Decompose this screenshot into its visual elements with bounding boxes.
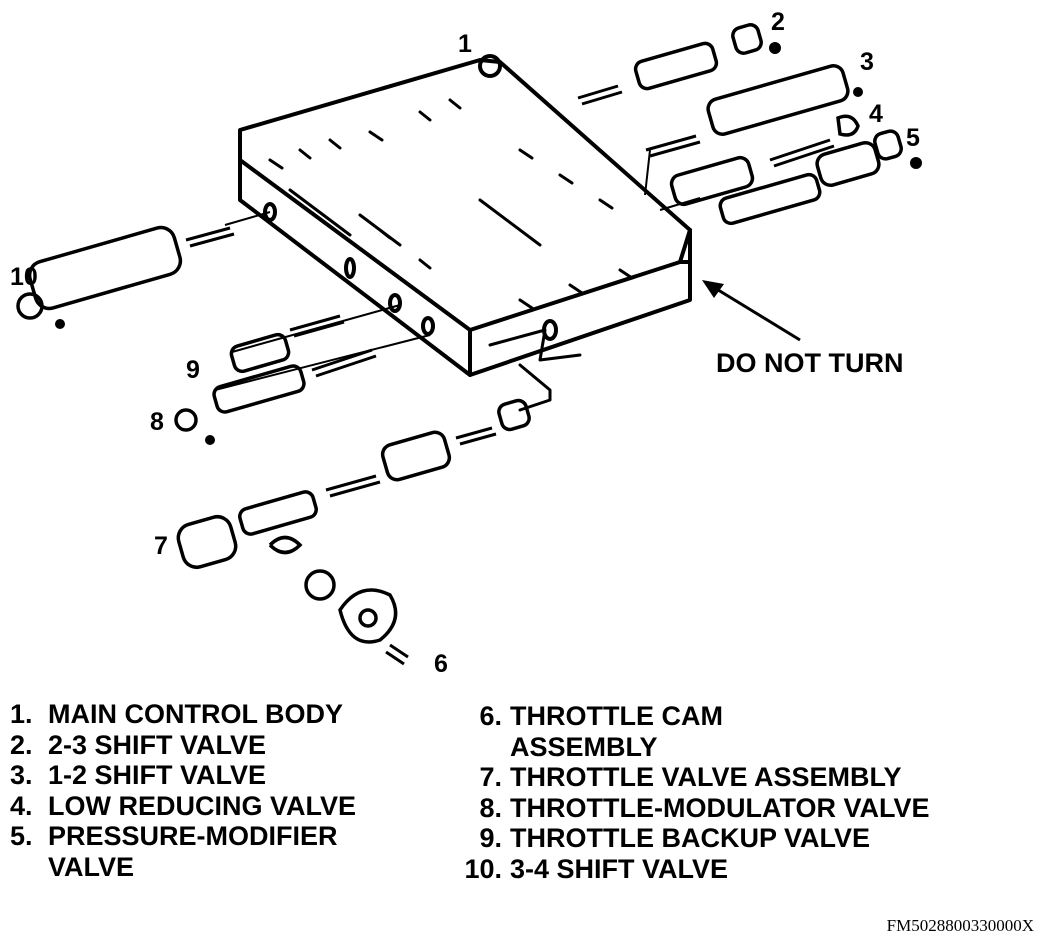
legend-item: 3. 1-2 SHIFT VALVE xyxy=(10,760,356,791)
legend-number: 3. xyxy=(10,760,33,791)
legend-item: 7. THROTTLE VALVE ASSEMBLY xyxy=(452,762,929,793)
legend-text: 3-4 SHIFT VALVE xyxy=(510,853,729,884)
legend-text: THROTTLE BACKUP VALVE xyxy=(510,823,871,854)
legend-text: THROTTLE VALVE ASSEMBLY xyxy=(510,762,902,793)
legend-number: 4. xyxy=(10,790,33,821)
legend-text: MAIN CONTROL BODY xyxy=(48,699,343,729)
legend-number: 9. xyxy=(479,823,502,854)
do-not-turn-leader xyxy=(709,283,801,342)
legend-text: THROTTLE CAM xyxy=(510,701,723,731)
do-not-turn-arrowhead xyxy=(702,280,724,298)
callout-6: 6 xyxy=(434,650,448,678)
legend-item: 8. THROTTLE-MODULATOR VALVE xyxy=(452,793,929,824)
callout-4: 4 xyxy=(869,100,883,128)
legend-number: 8. xyxy=(479,792,502,823)
legend-text: LOW REDUCING VALVE xyxy=(48,790,356,821)
legend-number: 2. xyxy=(10,729,33,760)
control-body-side xyxy=(238,158,472,377)
legend-number: 7. xyxy=(479,762,502,793)
legend-item: 9. THROTTLE BACKUP VALVE xyxy=(452,823,929,854)
legend-item: 10. 3-4 SHIFT VALVE xyxy=(452,854,929,885)
callout-9: 9 xyxy=(186,356,200,384)
callout-8: 8 xyxy=(150,408,164,436)
mounting-boss xyxy=(478,54,502,78)
callout-7: 7 xyxy=(154,532,168,560)
legend-number: 6. xyxy=(479,701,502,731)
legend-item: 2. 2-3 SHIFT VALVE xyxy=(10,730,356,761)
legend-right: 6. THROTTLE CAM ASSEMBLY 7. THROTTLE VALVE… xyxy=(452,701,929,885)
legend-item: 6. THROTTLE CAM xyxy=(452,701,929,732)
legend-text: PRESSURE-MODIFIER xyxy=(48,821,338,852)
legend-text: 1-2 SHIFT VALVE xyxy=(48,760,267,791)
callout-5: 5 xyxy=(906,124,920,152)
callout-2: 2 xyxy=(771,8,785,36)
valve-trains xyxy=(16,23,903,666)
do-not-turn-label: DO NOT TURN xyxy=(716,348,903,378)
legend-number: 5. xyxy=(10,821,33,852)
callout-3: 3 xyxy=(860,48,874,76)
legend-text: 2-3 SHIFT VALVE xyxy=(48,729,267,760)
control-body-top xyxy=(238,58,692,332)
callout-1: 1 xyxy=(458,30,472,58)
legend-text: THROTTLE-MODULATOR VALVE xyxy=(510,792,930,823)
legend-continuation: VALVE xyxy=(48,851,135,882)
legend-number: 1. xyxy=(10,699,33,729)
legend-left: 1. MAIN CONTROL BODY 2. 2-3 SHIFT VALVE 3.… xyxy=(10,699,356,883)
legend-item: 5. PRESSURE-MODIFIER xyxy=(10,821,356,852)
legend-item: 4. LOW REDUCING VALVE xyxy=(10,791,356,822)
legend-item: 1. MAIN CONTROL BODY xyxy=(10,699,356,730)
control-body-front xyxy=(468,228,692,377)
legend-number: 10. xyxy=(464,853,502,884)
legend-continuation: ASSEMBLY xyxy=(510,731,658,762)
figure-id: FM5028800330000X xyxy=(886,916,1034,935)
callout-10: 10 xyxy=(10,263,38,291)
